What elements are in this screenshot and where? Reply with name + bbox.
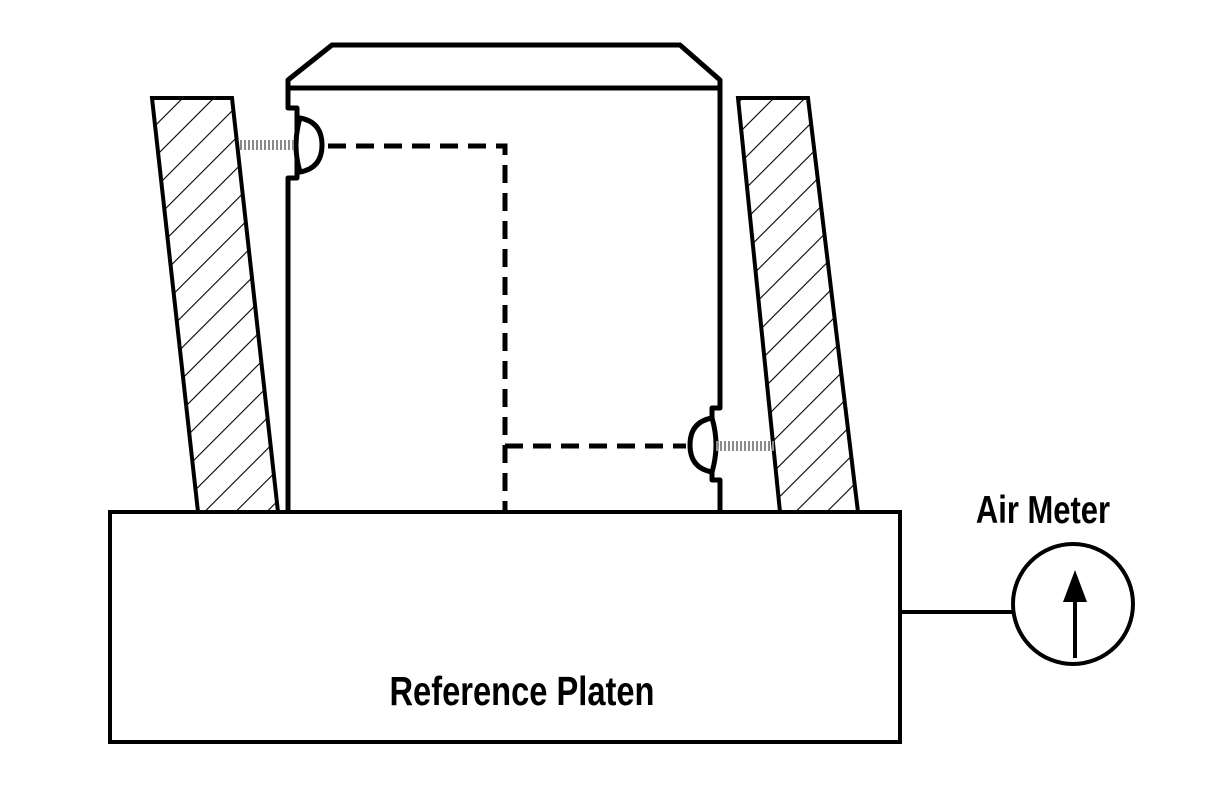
left-bore-wall xyxy=(149,96,281,514)
arrow-up-icon xyxy=(1063,570,1087,658)
air-gauge-plug xyxy=(288,147,322,512)
reference-platen xyxy=(108,510,902,744)
air-meter-label: Air Meter xyxy=(976,489,1110,532)
air-passage xyxy=(328,143,890,615)
reference-platen-label: Reference Platen xyxy=(389,667,654,713)
lower-nozzle xyxy=(687,415,719,475)
upper-nozzle xyxy=(293,115,325,175)
